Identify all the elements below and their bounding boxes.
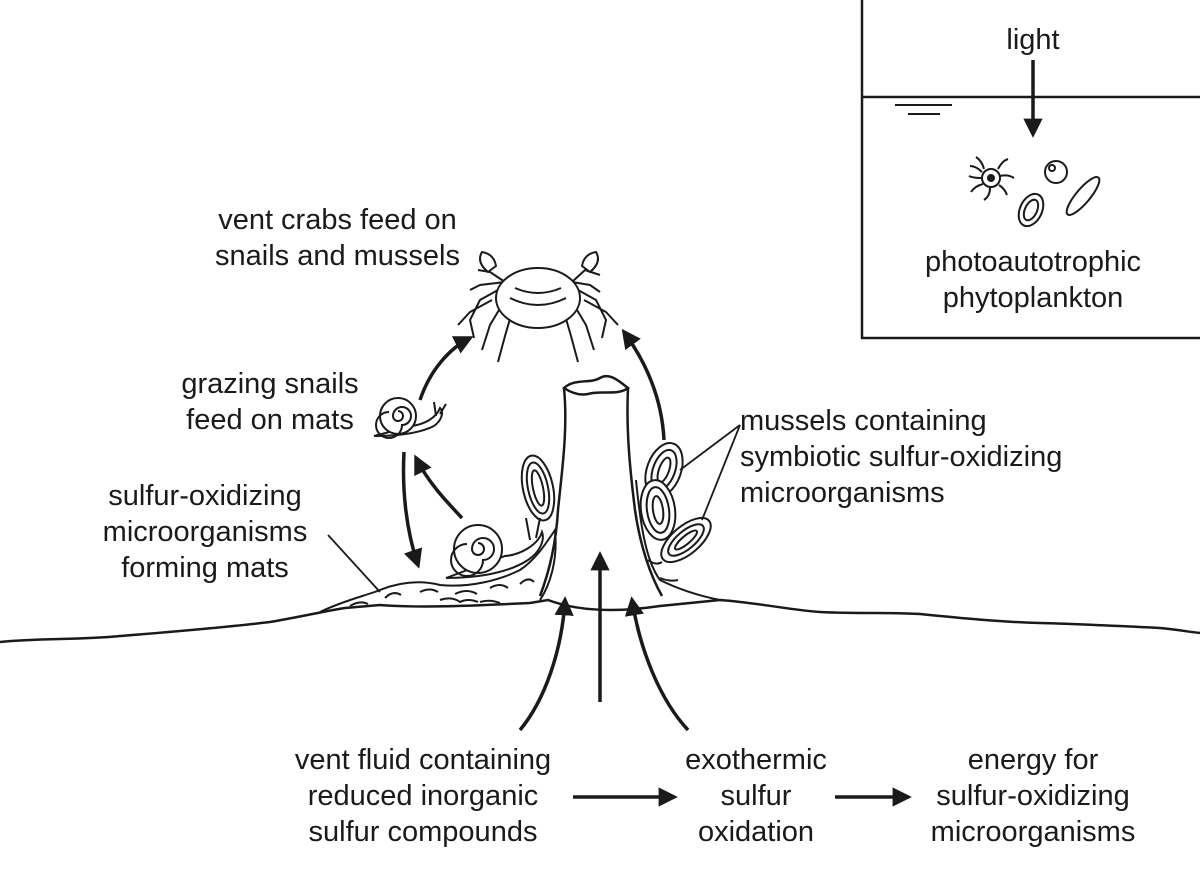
mat-pointer-line [327,534,381,593]
crabs-label-line: vent crabs feed on [218,204,457,236]
mats-label: sulfur-oxidizing microorganisms forming … [60,478,350,586]
light-label: light [990,22,1076,58]
surface-inset [860,0,1200,340]
food-web-arrows [401,328,666,569]
vent-fluid-arrows [518,551,912,807]
vent-fluid-label-line: reduced inorganic [307,780,539,812]
mussels-cluster-icon [520,442,712,564]
vent-fluid-label: vent fluid containing reduced inorganic … [268,742,578,850]
mats-label-line: forming mats [121,552,289,584]
phytoplankton-icon [968,156,1101,228]
arrow-mussels-to-crab [621,328,666,441]
energy-label-line: sulfur-oxidizing [936,780,1130,812]
oxidation-label-line: exothermic [685,744,827,776]
arrow-grazing-to-mat [401,451,423,569]
arrow-fluid-right [624,596,690,732]
energy-label-line: energy for [967,744,1099,776]
mussels-label: mussels containing symbiotic sulfur-oxid… [740,403,1122,511]
mats-label-line: sulfur-oxidizing [108,480,302,512]
crab-icon [457,250,619,363]
snails-label-line: grazing snails [181,368,359,400]
phytoplankton-label-line: phytoplankton [942,282,1124,314]
oxidation-label: exothermic sulfur oxidation [676,742,836,850]
vent-fluid-label-line: vent fluid containing [294,744,552,776]
vent-fluid-label-line: sulfur compounds [308,816,538,848]
microbial-mat [319,479,721,613]
vent-chimney [538,374,664,597]
mussels-label-line: symbiotic sulfur-oxidizing [740,441,1063,473]
oxidation-label-line: sulfur [720,780,792,812]
mussels-label-line: mussels containing [740,405,987,437]
mats-label-line: microorganisms [102,516,308,548]
mussels-label-line: microorganisms [740,477,945,509]
snail-large-icon [445,517,544,579]
snail-small-icon [373,397,447,439]
oxidation-label-line: oxidation [697,816,815,848]
snails-label: grazing snails feed on mats [150,366,390,438]
snails-label-line: feed on mats [186,404,354,436]
crabs-label-line: snails and mussels [215,240,460,272]
phytoplankton-label-line: photoautotrophic [924,246,1142,278]
arrow-fluid-left [518,596,574,732]
energy-label: energy for sulfur-oxidizing microorganis… [908,742,1158,850]
phytoplankton-label: photoautotrophic phytoplankton [890,244,1176,316]
energy-label-line: microorganisms [930,816,1136,848]
arrow-snail-to-crab [418,336,474,401]
crabs-label: vent crabs feed on snails and mussels [180,202,495,274]
arrow-mat-to-small-snail [414,454,464,520]
light-label-text: light [1006,24,1060,56]
mussels-pointer-lines [679,424,741,521]
